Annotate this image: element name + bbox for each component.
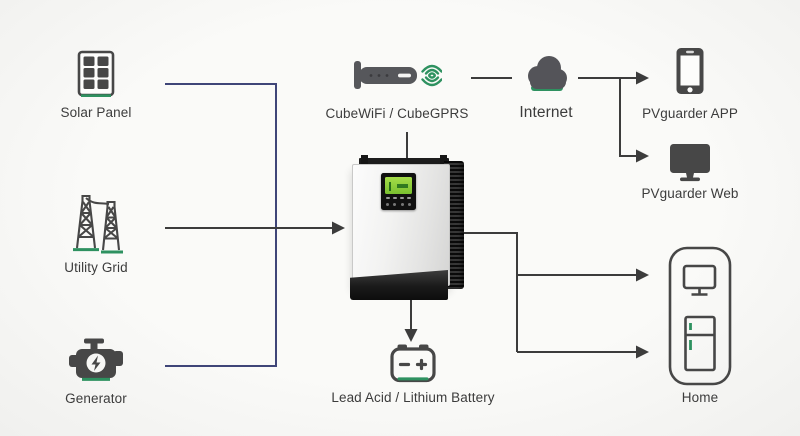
arrowhead-home-top [636, 268, 649, 282]
internet-label: Internet [519, 104, 573, 121]
wire-internet-to-web [619, 78, 637, 157]
arrowhead-pvguarder-app [636, 71, 649, 85]
battery-label: Lead Acid / Lithium Battery [331, 390, 495, 405]
inverter-button-labels [386, 197, 411, 199]
node-utility-grid: Utility Grid [40, 191, 152, 276]
desktop-monitor-icon [670, 144, 710, 182]
wifi-dongle-icon [354, 61, 442, 89]
engine-generator-icon [69, 338, 123, 381]
wire-solar-generator-bus [165, 83, 277, 367]
solar-panel-icon [77, 50, 115, 97]
home-label: Home [681, 390, 719, 405]
home-fridge-icon [684, 315, 716, 372]
solar-panel-label: Solar Panel [60, 105, 132, 120]
arrowhead-home-bottom [636, 345, 649, 359]
node-internet: Internet [500, 51, 592, 121]
arrowhead-pvguarder-web [636, 149, 649, 163]
utility-grid-label: Utility Grid [64, 260, 128, 275]
battery-icon [390, 344, 436, 383]
inverter-display [381, 173, 416, 210]
pvguarder-app-label: PVguarder APP [642, 106, 738, 121]
pvguarder-web-label: PVguarder Web [641, 186, 739, 201]
home-tv-icon [682, 264, 717, 290]
node-cubewifi: CubeWiFi / CubeGPRS [326, 55, 468, 122]
node-pvguarder-app: PVguarder APP [640, 46, 740, 122]
arrowhead-battery [404, 329, 418, 342]
inverter-front-panel [352, 164, 450, 286]
node-generator: Generator [40, 336, 152, 407]
generator-label: Generator [65, 391, 127, 406]
smartphone-icon [676, 48, 704, 94]
cloud-icon [528, 56, 567, 91]
wire-inverter-to-home-trunk [464, 232, 518, 352]
node-pvguarder-web: PVguarder Web [640, 142, 740, 202]
inverter-image [350, 152, 464, 300]
cubewifi-label: CubeWiFi / CubeGPRS [325, 106, 469, 121]
inverter-lcd-screen [385, 177, 412, 194]
transmission-tower-icon [73, 194, 123, 254]
inverter-buttons [386, 203, 411, 206]
inverter-mount-bracket [359, 155, 449, 169]
node-battery: Lead Acid / Lithium Battery [331, 342, 495, 406]
node-solar-panel: Solar Panel [40, 50, 152, 121]
node-home: Home [662, 246, 738, 406]
home-appliances-icon [668, 246, 732, 386]
arrowhead-inverter-input [332, 221, 345, 235]
